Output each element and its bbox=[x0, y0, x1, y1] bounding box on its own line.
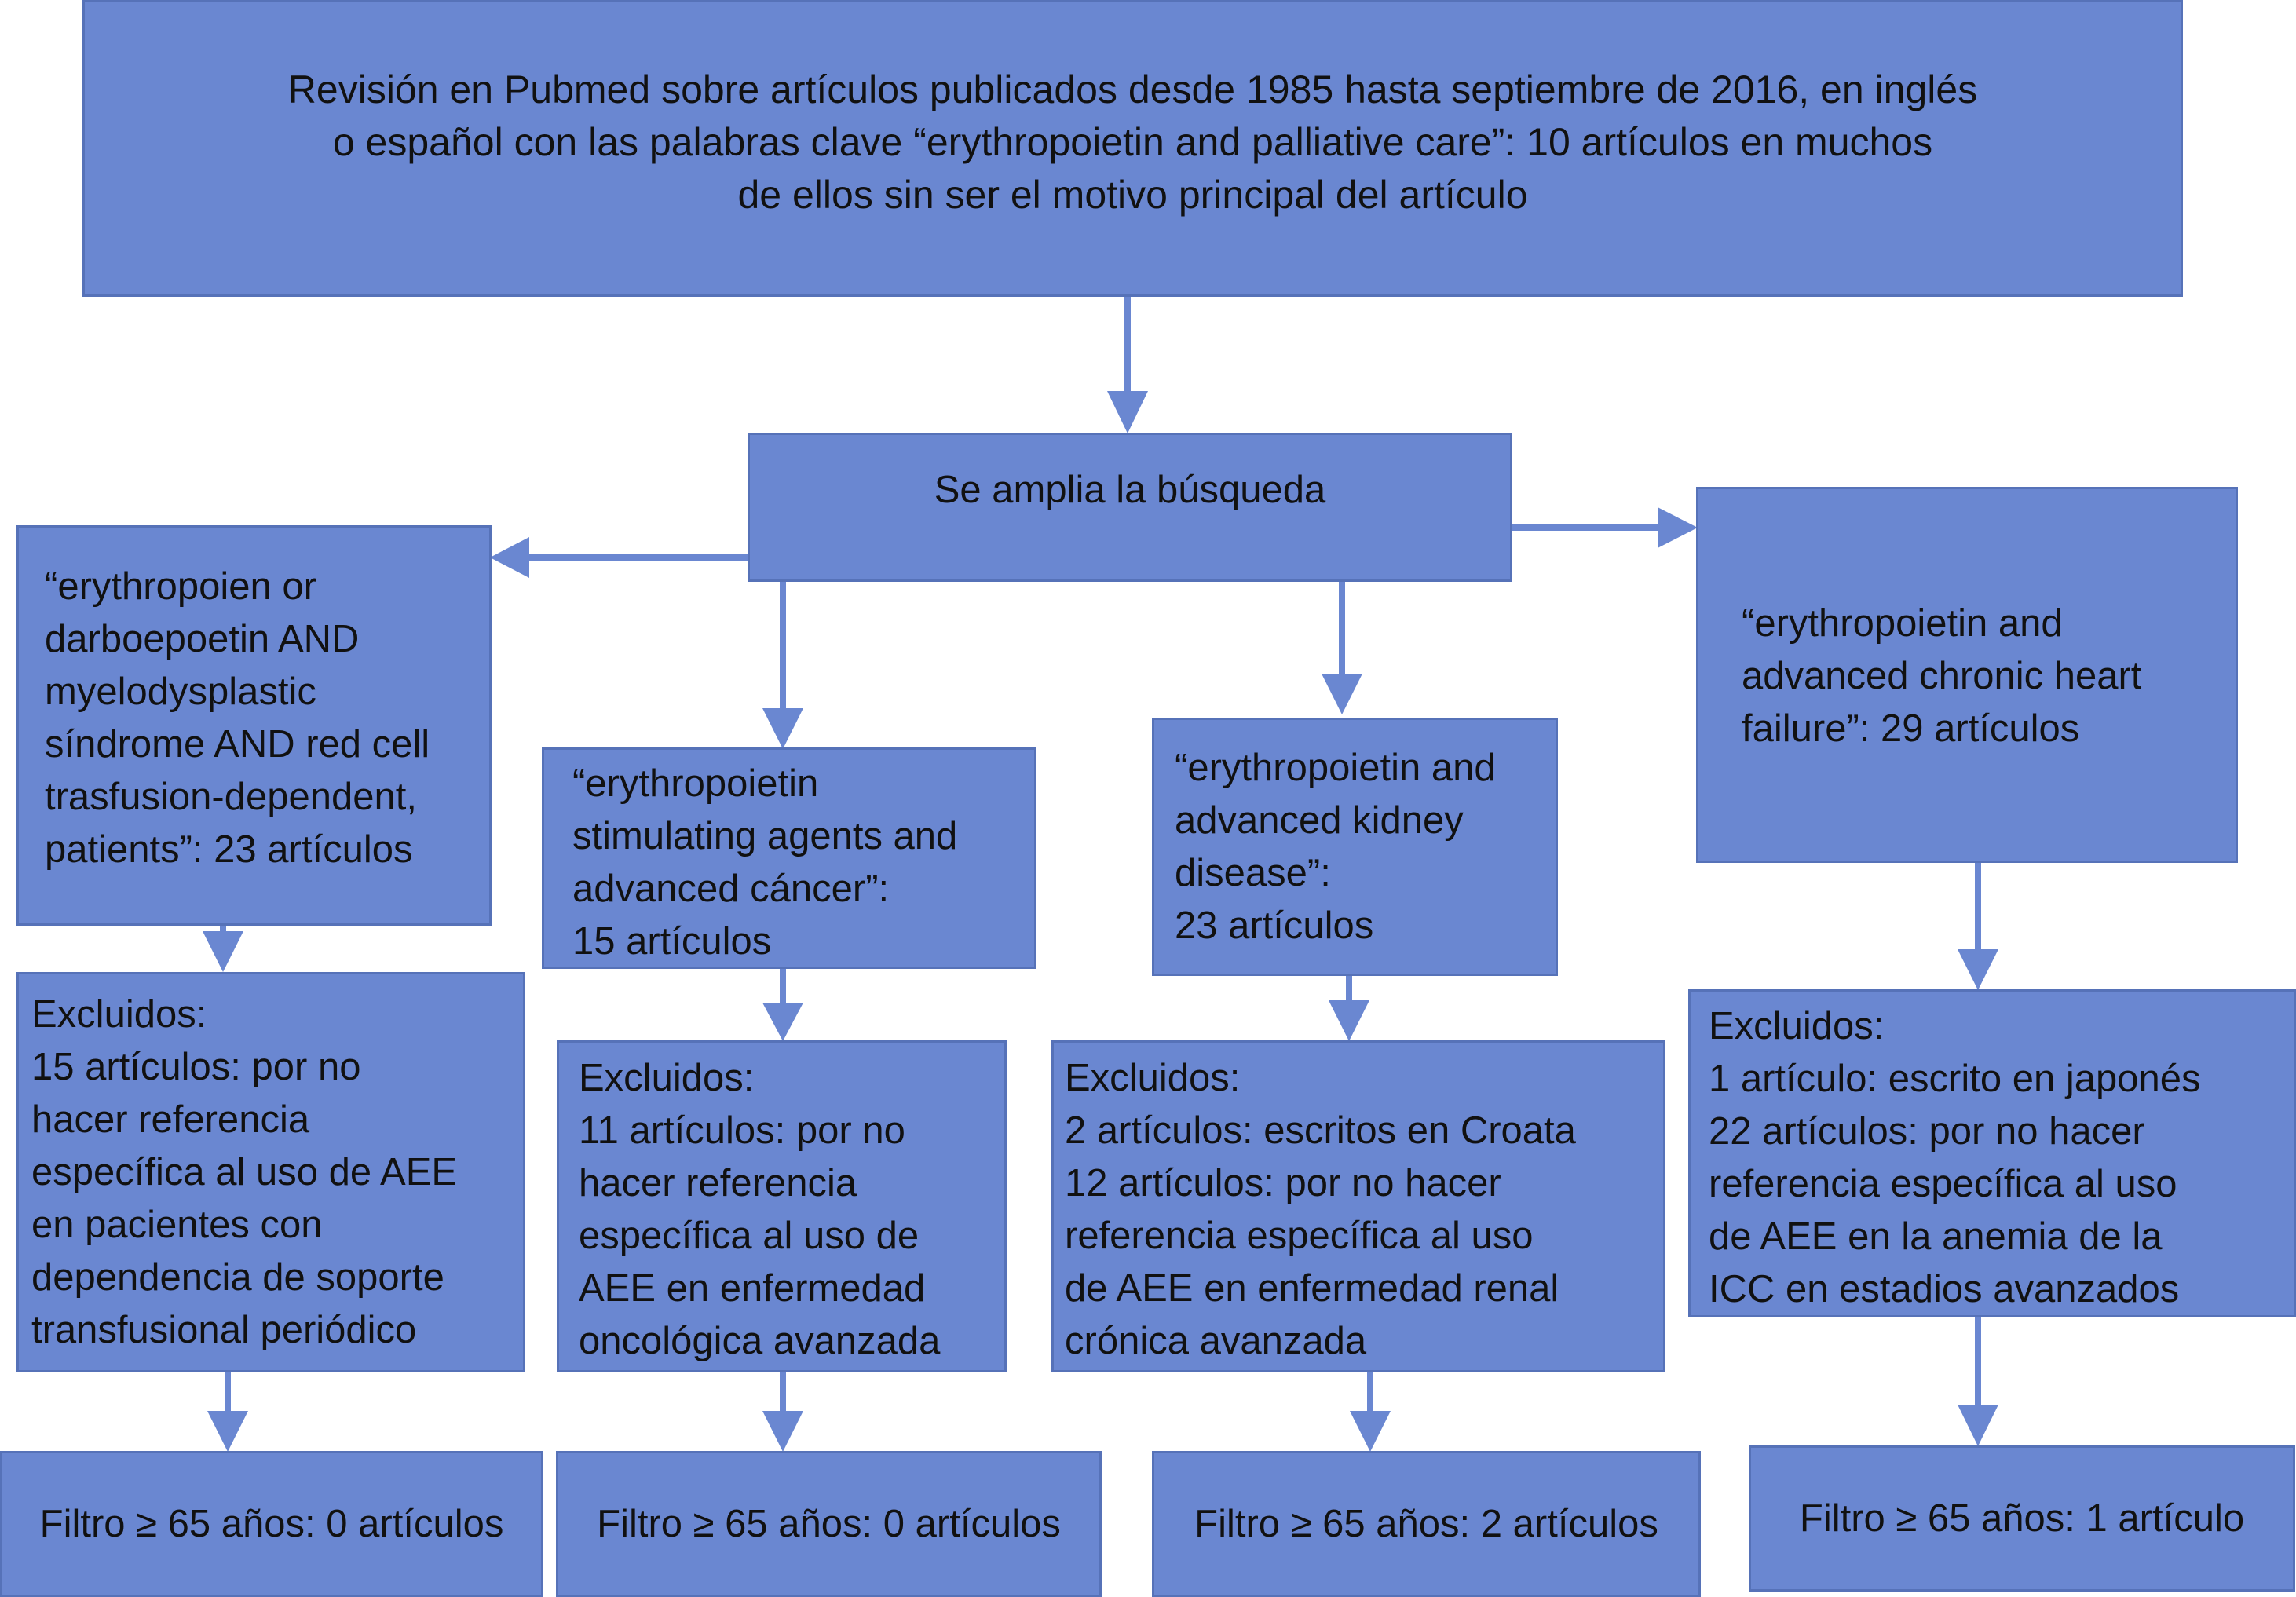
branch-3-excluded-box: Excluidos: 2 artículos: escritos en Croa… bbox=[1051, 1040, 1665, 1372]
excluded-line: AEE en enfermedad bbox=[579, 1267, 926, 1310]
branch-3-search-box: “erythropoietin and advanced kidney dise… bbox=[1152, 718, 1558, 976]
excluded-line: en pacientes con bbox=[31, 1204, 323, 1246]
branch-2-filter-box: Filtro ≥ 65 años: 0 artículos bbox=[556, 1451, 1102, 1597]
filter-result: Filtro ≥ 65 años: 2 artículos bbox=[1194, 1502, 1658, 1545]
branch-1-excluded-box: Excluidos: 15 artículos: por no hacer re… bbox=[16, 972, 525, 1372]
arrowhead-expand bbox=[1107, 391, 1148, 433]
excluded-line: hacer referencia bbox=[579, 1162, 857, 1204]
excluded-line: crónica avanzada bbox=[1065, 1320, 1367, 1362]
search-line: advanced chronic heart bbox=[1742, 655, 2142, 697]
excluded-line: 12 artículos: por no hacer bbox=[1065, 1162, 1501, 1204]
branch-4-excluded-box: Excluidos: 1 artículo: escrito en japoné… bbox=[1688, 989, 2296, 1317]
arrowhead-excluded-2 bbox=[762, 1003, 803, 1041]
arrowhead-excluded-4 bbox=[1958, 949, 1998, 990]
search-line: advanced cáncer”: bbox=[572, 868, 890, 910]
filter-result: Filtro ≥ 65 años: 1 artículo bbox=[1799, 1497, 2245, 1540]
search-line: patients”: 23 artículos bbox=[45, 828, 413, 871]
arrowhead-filter-2 bbox=[762, 1411, 803, 1452]
search-line: “erythropoietin and bbox=[1175, 747, 1496, 789]
arrowhead-branch-1 bbox=[490, 537, 529, 578]
search-line: 15 artículos bbox=[572, 920, 772, 963]
arrowhead-branch-3 bbox=[1322, 674, 1362, 714]
branch-2-excluded-box: Excluidos: 11 artículos: por no hacer re… bbox=[557, 1040, 1007, 1372]
search-line: “erythropoietin and bbox=[1742, 602, 2063, 645]
branch-1-search-box: “erythropoien or darboepoetin AND myelod… bbox=[16, 525, 492, 926]
arrowhead-branch-2 bbox=[762, 708, 803, 749]
arrowhead-filter-1 bbox=[207, 1411, 248, 1452]
arrowhead-filter-3 bbox=[1350, 1411, 1391, 1452]
summary-line: de ellos sin ser el motivo principal del… bbox=[737, 173, 1528, 217]
excluded-line: transfusional periódico bbox=[31, 1309, 417, 1351]
excluded-line: referencia específica al uso bbox=[1065, 1215, 1534, 1257]
search-line: trasfusion-dependent, bbox=[45, 776, 417, 818]
branch-2-search-box: “erythropoietin stimulating agents and a… bbox=[542, 747, 1036, 969]
excluded-line: ICC en estadios avanzados bbox=[1709, 1268, 2180, 1310]
excluded-line: 2 artículos: escritos en Croata bbox=[1065, 1109, 1576, 1152]
excluded-line: de AEE en la anemia de la bbox=[1709, 1215, 2163, 1258]
search-line: disease”: bbox=[1175, 852, 1331, 894]
search-line: stimulating agents and bbox=[572, 815, 958, 857]
excluded-line: específica al uso de bbox=[579, 1215, 919, 1257]
search-line: myelodysplastic bbox=[45, 671, 316, 713]
branch-3-filter-box: Filtro ≥ 65 años: 2 artículos bbox=[1152, 1451, 1701, 1597]
excluded-line: oncológica avanzada bbox=[579, 1320, 941, 1362]
search-line: advanced kidney bbox=[1175, 799, 1464, 842]
excluded-line: hacer referencia bbox=[31, 1098, 310, 1141]
arrowhead-filter-4 bbox=[1958, 1405, 1998, 1446]
excluded-line: dependencia de soporte bbox=[31, 1256, 444, 1299]
filter-result: Filtro ≥ 65 años: 0 artículos bbox=[39, 1502, 504, 1545]
excluded-line: Excluidos: bbox=[1065, 1057, 1241, 1099]
summary-line: Revisión en Pubmed sobre artículos publi… bbox=[287, 68, 1978, 111]
excluded-line: Excluidos: bbox=[31, 993, 207, 1036]
excluded-line: 1 artículo: escrito en japonés bbox=[1709, 1058, 2201, 1100]
search-line: 23 artículos bbox=[1175, 904, 1374, 947]
arrowhead-excluded-1 bbox=[203, 931, 243, 972]
arrowhead-excluded-3 bbox=[1329, 1000, 1369, 1041]
excluded-line: de AEE en enfermedad renal bbox=[1065, 1267, 1559, 1310]
arrowhead-branch-4 bbox=[1658, 507, 1698, 548]
search-line: failure”: 29 artículos bbox=[1742, 707, 2080, 750]
search-line: “erythropoien or bbox=[45, 565, 316, 608]
search-line: síndrome AND red cell bbox=[45, 723, 430, 766]
branch-4-filter-box: Filtro ≥ 65 años: 1 artículo bbox=[1749, 1445, 2295, 1592]
search-summary-box: Revisión en Pubmed sobre artículos publi… bbox=[82, 0, 2183, 297]
excluded-line: Excluidos: bbox=[1709, 1005, 1885, 1047]
excluded-line: Excluidos: bbox=[579, 1057, 755, 1099]
search-line: “erythropoietin bbox=[572, 762, 819, 805]
excluded-line: específica al uso de AEE bbox=[31, 1151, 458, 1193]
excluded-line: referencia específica al uso bbox=[1709, 1163, 2177, 1205]
excluded-line: 11 artículos: por no bbox=[579, 1109, 905, 1152]
summary-line: o español con las palabras clave “erythr… bbox=[332, 120, 1933, 164]
filter-result: Filtro ≥ 65 años: 0 artículos bbox=[597, 1502, 1061, 1545]
expand-search-box: Se amplia la búsqueda bbox=[748, 433, 1512, 582]
branch-1-filter-box: Filtro ≥ 65 años: 0 artículos bbox=[0, 1451, 543, 1597]
excluded-line: 15 artículos: por no bbox=[31, 1046, 361, 1088]
branch-4-search-box: “erythropoietin and advanced chronic hea… bbox=[1696, 487, 2238, 863]
search-line: darboepoetin AND bbox=[45, 618, 360, 660]
expand-label: Se amplia la búsqueda bbox=[934, 468, 1326, 511]
excluded-line: 22 artículos: por no hacer bbox=[1709, 1110, 2145, 1153]
